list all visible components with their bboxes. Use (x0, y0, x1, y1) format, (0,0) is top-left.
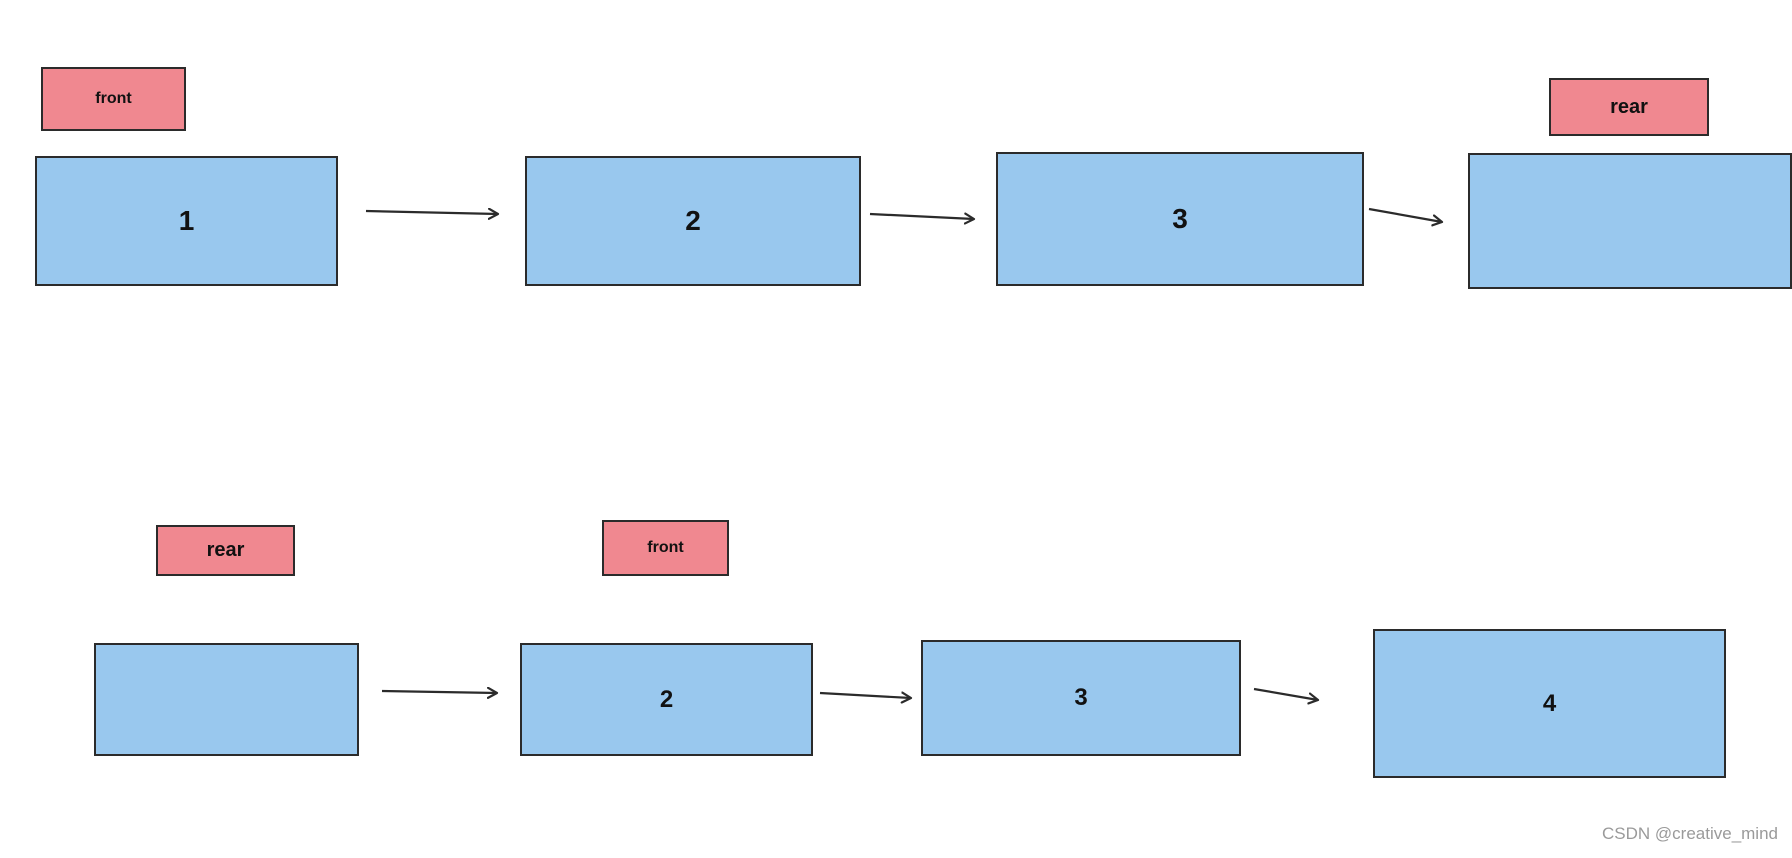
queue-node-bottom-4-value: 4 (1542, 689, 1557, 717)
front-pointer-bottom-label: front (647, 539, 684, 556)
queue-node-top-2-value: 2 (685, 205, 701, 236)
queue-node-bottom-4: 4 (1373, 629, 1726, 778)
queue-node-bottom-3-value: 3 (1074, 684, 1088, 711)
rear-pointer-top: rear (1549, 78, 1709, 136)
link-arrow-top-2-3 (869, 214, 974, 219)
queue-node-top-1-value: 1 (178, 205, 195, 236)
queue-node-bottom-3: 3 (921, 640, 1241, 756)
link-arrow-top-3-4 (1368, 207, 1442, 222)
front-pointer-bottom: front (602, 520, 729, 576)
queue-node-bottom-2-value: 2 (659, 685, 674, 713)
rear-pointer-bottom-label: rear (206, 539, 245, 561)
front-pointer-top-label: front (95, 90, 132, 107)
queue-node-top-3: 3 (996, 152, 1364, 286)
queue-node-bottom-2: 2 (520, 643, 813, 756)
link-arrow-bottom-3-4 (1253, 687, 1318, 700)
queue-node-top-4 (1468, 153, 1792, 289)
link-arrow-bottom-2-3 (819, 693, 911, 698)
rear-pointer-bottom: rear (156, 525, 295, 576)
watermark: CSDN @creative_mind (1602, 824, 1778, 843)
rear-pointer-top-label: rear (1610, 95, 1648, 118)
queue-node-bottom-1 (94, 643, 359, 756)
link-arrow-top-1-2 (365, 211, 498, 214)
link-arrow-bottom-1-2 (381, 691, 497, 693)
front-pointer-top: front (41, 67, 186, 131)
queue-node-top-1: 1 (35, 156, 338, 286)
queue-node-top-2: 2 (525, 156, 861, 286)
queue-node-top-3-value: 3 (1172, 203, 1188, 234)
